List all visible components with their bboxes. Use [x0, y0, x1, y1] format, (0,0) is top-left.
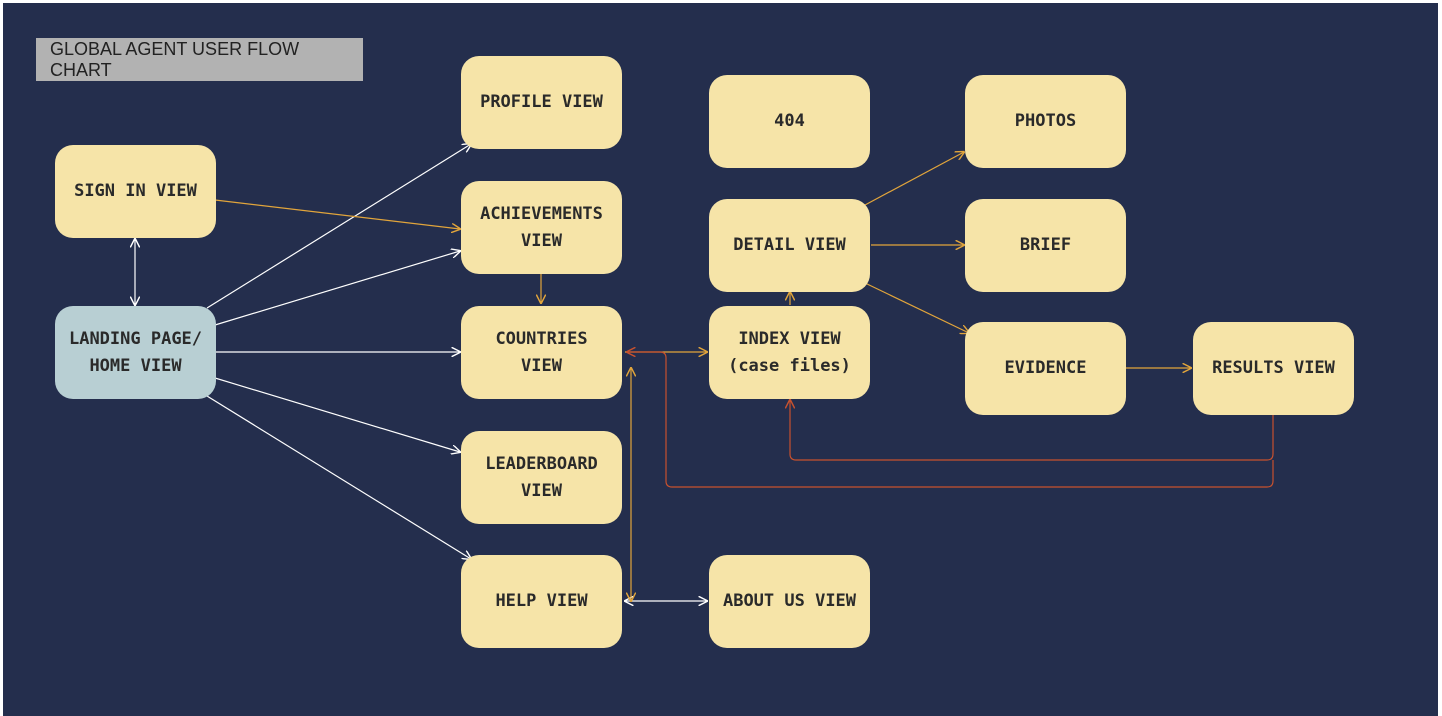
edge-landing-help: [206, 395, 471, 559]
node-profile-view[interactable]: PROFILE VIEW: [461, 56, 622, 149]
edges-layer: [3, 3, 1274, 716]
node-help-view[interactable]: HELP VIEW: [461, 555, 622, 648]
node-detail-view[interactable]: DETAIL VIEW: [709, 199, 870, 292]
node-results-view[interactable]: RESULTS VIEW: [1193, 322, 1354, 415]
edge-landing-achievements: [214, 251, 460, 326]
node-index-view[interactable]: INDEX VIEW (case files): [709, 306, 870, 399]
node-sign-in-view[interactable]: SIGN IN VIEW: [55, 145, 216, 238]
node-landing-home-view[interactable]: LANDING PAGE/ HOME VIEW: [55, 306, 216, 399]
node-countries-view[interactable]: COUNTRIES VIEW: [461, 306, 622, 399]
node-achievements-view[interactable]: ACHIEVEMENTS VIEW: [461, 181, 622, 274]
node-evidence[interactable]: EVIDENCE: [965, 322, 1126, 415]
edge-results-index: [790, 400, 1274, 461]
flowchart-canvas: GLOBAL AGENT USER FLOW CHART: [3, 3, 1438, 716]
edge-signin-achievements: [214, 199, 460, 229]
node-leaderboard-view[interactable]: LEADERBOARD VIEW: [461, 431, 622, 524]
node-photos[interactable]: PHOTOS: [965, 75, 1126, 168]
edge-landing-profile: [206, 144, 471, 309]
edge-landing-leaderboard: [214, 377, 460, 452]
node-brief[interactable]: BRIEF: [965, 199, 1126, 292]
edge-detail-photos: [864, 152, 964, 206]
edge-detail-evidence: [864, 282, 969, 333]
node-404[interactable]: 404: [709, 75, 870, 168]
edge-results-countries: [627, 352, 1274, 488]
node-about-us-view[interactable]: ABOUT US VIEW: [709, 555, 870, 648]
chart-title: GLOBAL AGENT USER FLOW CHART: [36, 38, 363, 81]
